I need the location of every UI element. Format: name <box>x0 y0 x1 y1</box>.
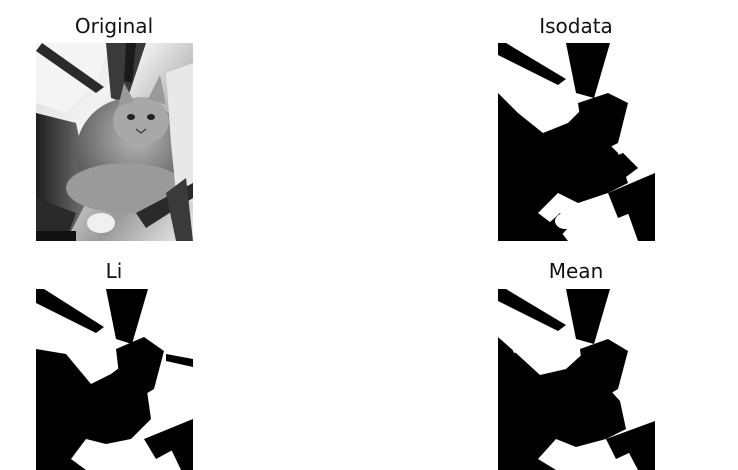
original-image-graphic <box>36 43 193 241</box>
panel-title-isodata: Isodata <box>539 14 613 38</box>
li-image-graphic <box>36 289 193 470</box>
isodata-image <box>498 43 655 241</box>
li-image <box>36 289 193 470</box>
mean-image <box>498 289 655 470</box>
panel-title-li: Li <box>105 259 123 283</box>
panel-title-mean: Mean <box>548 259 604 283</box>
mean-image-graphic <box>498 289 655 470</box>
panel-title-original: Original <box>74 14 154 38</box>
isodata-image-graphic <box>498 43 655 241</box>
original-image <box>36 43 193 241</box>
